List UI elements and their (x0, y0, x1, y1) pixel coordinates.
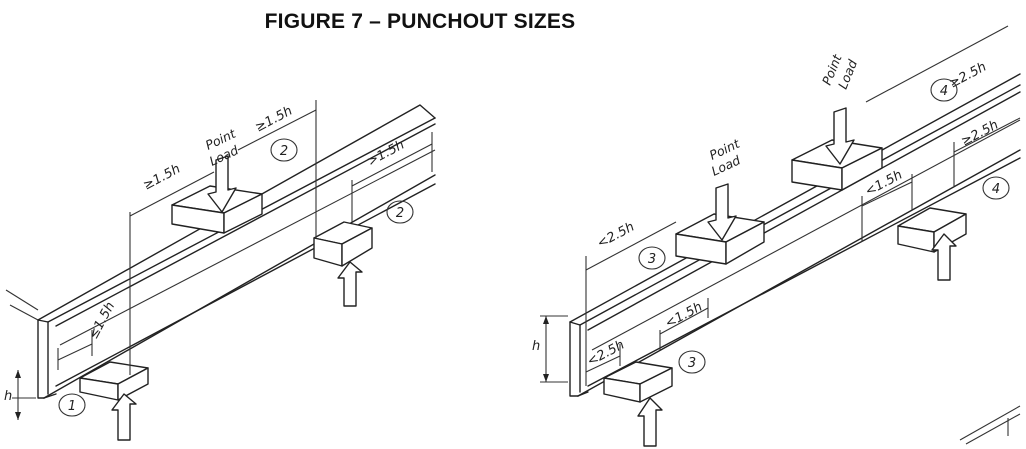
left-intermediate-bearing (313, 221, 373, 267)
right-marker-4b: 4 (992, 182, 1000, 197)
left-dim-gt-1-5h: >1.5h (365, 138, 407, 170)
right-point-load-arrow-2 (825, 107, 855, 165)
left-marker-2b: 2 (396, 206, 404, 221)
figure-title: FIGURE 7 – PUNCHOUT SIZES (264, 10, 576, 33)
left-marker-1: 1 (68, 399, 76, 414)
right-intermediate-bearing (897, 207, 967, 253)
right-height-label: h (532, 339, 540, 354)
left-end-reaction-arrow (111, 393, 137, 441)
left-marker-2a: 2 (280, 144, 288, 159)
right-marker-3a: 3 (648, 252, 656, 267)
left-dim-ge-1-5h-b: ≥1.5h (253, 104, 295, 136)
right-point-load-arrow-1 (707, 183, 737, 241)
right-dim-lt-1-5h-a: <1.5h (663, 300, 705, 332)
left-intermediate-reaction-arrow (337, 261, 363, 307)
left-point-load-arrow (207, 155, 237, 213)
left-height-label: h (4, 389, 12, 404)
left-end-bearing (79, 361, 149, 401)
right-beam (569, 73, 1021, 445)
right-intermediate-reaction-arrow (931, 233, 957, 281)
right-dim-ge-2-5h-a: ≥2.5h (947, 60, 989, 92)
right-dimensions (540, 25, 1021, 386)
left-dim-ge-1-5h-a: ≥1.5h (141, 162, 183, 194)
right-end-reaction-arrow (637, 397, 663, 447)
right-marker-4a: 4 (940, 84, 948, 99)
left-dim-le-1-5h: ≤1.5h (86, 300, 118, 342)
right-end-bearing (603, 361, 673, 403)
right-marker-3b: 3 (688, 356, 696, 371)
left-point-load-block (171, 185, 263, 234)
left-dimensions (12, 100, 433, 420)
